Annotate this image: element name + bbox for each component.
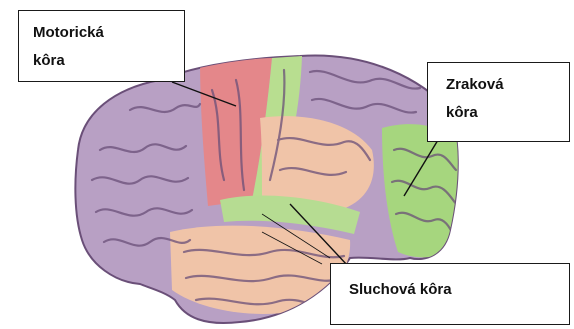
visual-cortex-region <box>382 124 462 257</box>
auditory-label-line-1: Sluchová kôra <box>349 276 569 304</box>
auditory-cortex-label: Sluchová kôra <box>330 263 570 325</box>
visual-cortex-label: Zraková kôra <box>427 62 570 142</box>
visual-label-line-2: kôra <box>446 99 569 127</box>
motor-label-line-1: Motorická <box>33 19 184 47</box>
visual-label-line-1: Zraková <box>446 71 569 99</box>
motor-label-line-2: kôra <box>33 47 184 75</box>
motor-cortex-label: Motorická kôra <box>18 10 185 82</box>
